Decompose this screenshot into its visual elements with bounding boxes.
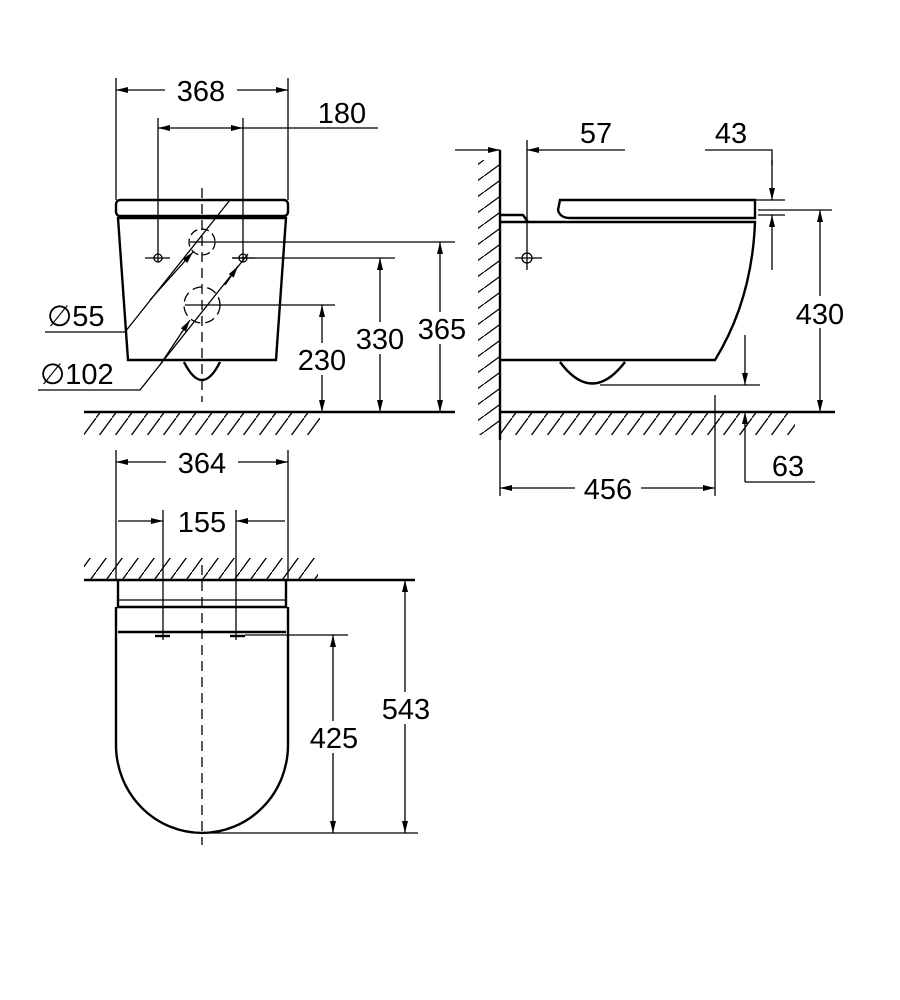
outlet (182, 361, 222, 381)
front-view: 368 180 230 330 365 ∅55 ∅102 (38, 74, 470, 435)
dim-dia-55: ∅55 (47, 301, 105, 333)
wall-hatch (478, 160, 500, 435)
dim-height-430: 430 (796, 299, 844, 331)
dim-hinge-155: 155 (178, 507, 226, 539)
outlet (559, 361, 626, 385)
dim-length-425: 425 (310, 723, 358, 755)
bowl-body (500, 220, 757, 362)
dim-height-230: 230 (298, 345, 346, 377)
top-view: 364 155 543 425 (84, 446, 437, 845)
dim-depth-456: 456 (584, 474, 632, 506)
dim-length-543: 543 (382, 694, 430, 726)
seat-lid (556, 198, 757, 220)
floor-hatch (84, 413, 320, 435)
seat (114, 198, 290, 218)
dim-seat-43: 43 (715, 118, 747, 150)
dim-height-365: 365 (418, 314, 466, 346)
dim-width-368: 368 (177, 76, 225, 108)
dim-dia-102: ∅102 (40, 359, 114, 391)
side-view: 57 43 430 63 456 (455, 118, 852, 506)
dim-height-330: 330 (356, 324, 404, 356)
wall-hatch (84, 558, 318, 580)
bowl-outline (114, 607, 290, 835)
dim-width-364: 364 (178, 448, 226, 480)
bowl-body (116, 216, 288, 362)
floor-hatch (500, 413, 795, 435)
dim-outlet-63: 63 (772, 451, 804, 483)
dim-bolt-spacing-180: 180 (318, 98, 366, 130)
dim-bolt-offset-57: 57 (580, 118, 612, 150)
